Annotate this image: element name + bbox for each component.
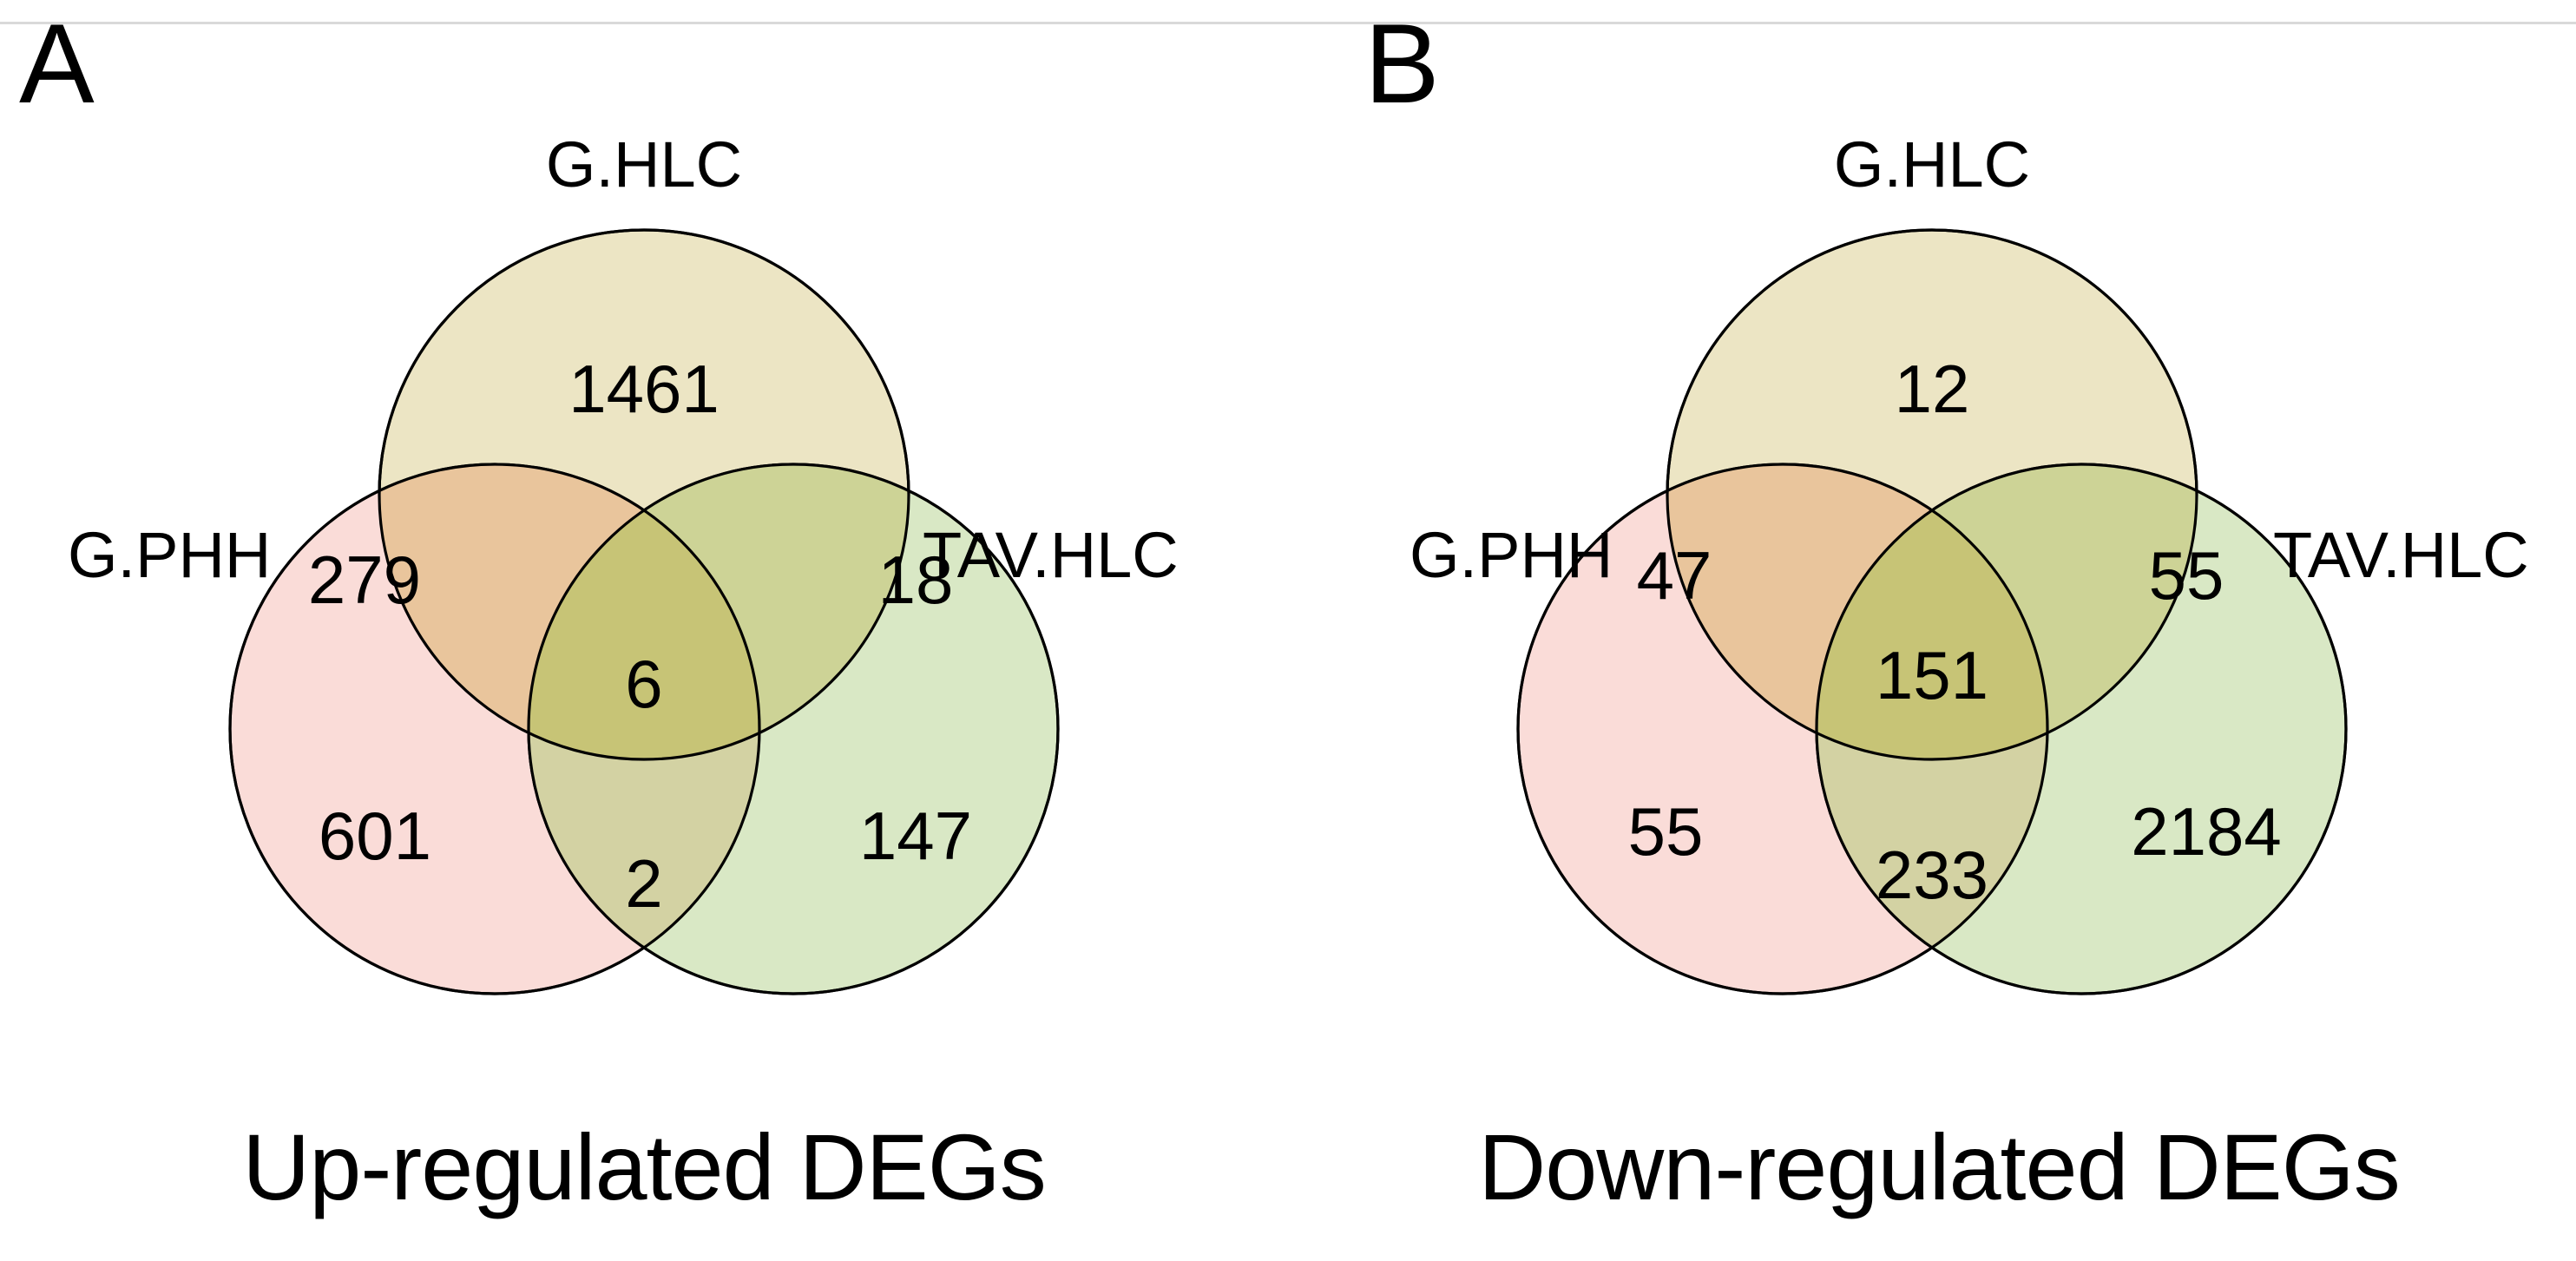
count-left-right: 2 [625,845,662,922]
venn-outline-g-phh [228,463,761,995]
overlap-all-three-region [1817,464,2047,759]
panel-a-letter: A [19,0,95,127]
venn-outline-g-phh [1516,463,2049,995]
count-right-only: 147 [859,798,972,874]
set-label-tav-hlc: TAV.HLC [2273,519,2529,591]
panel-b-caption: Down-regulated DEGs [1478,1114,2400,1219]
venn-outline-g-hlc [1666,228,2198,761]
count-left-top: 279 [308,542,421,618]
count-left-only: 55 [1628,793,1704,870]
count-left-only: 601 [319,798,431,874]
count-left-top: 47 [1637,537,1712,614]
count-right-only: 2184 [2131,793,2282,870]
set-label-g-hlc: G.HLC [546,128,742,200]
count-top-only: 12 [1895,351,1970,427]
count-top-right: 55 [2149,537,2224,614]
count-all-three: 6 [625,646,662,722]
overlap-all-three-region [529,464,759,759]
panel-b: B [1288,0,2576,1261]
count-top-right: 18 [878,542,954,618]
venn-outline-g-hlc [378,228,910,761]
venn-outline-tav-hlc [1815,463,2348,995]
count-top-only: 1461 [568,351,720,427]
panel-b-letter: B [1364,0,1440,127]
venn-diagram-b: G.HLC G.PHH TAV.HLC 12 47 55 151 55 233 … [1410,128,2529,995]
top-divider-rule [0,22,2576,24]
set-label-g-hlc: G.HLC [1834,128,2030,200]
venn-diagram-a: G.HLC G.PHH TAV.HLC 1461 279 18 6 601 2 … [68,128,1179,995]
set-label-g-phh: G.PHH [68,519,271,591]
set-label-g-phh: G.PHH [1410,519,1613,591]
venn-outline-tav-hlc [527,463,1060,995]
set-label-tav-hlc: TAV.HLC [923,519,1179,591]
panel-a-caption: Up-regulated DEGs [242,1114,1046,1219]
count-all-three: 151 [1876,637,1988,713]
count-left-right: 233 [1876,837,1988,913]
panel-a: A [19,0,1179,1219]
